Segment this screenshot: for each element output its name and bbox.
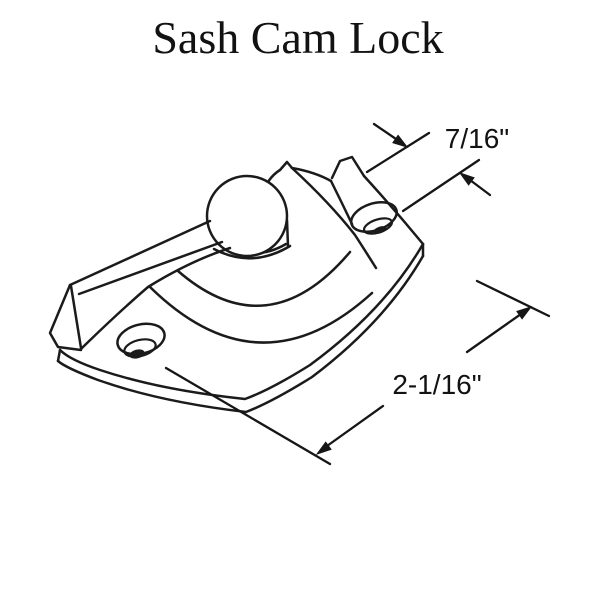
- lever-handle: [48, 219, 232, 352]
- pivot-ball: [205, 174, 289, 258]
- boss-top-edge: [176, 250, 352, 307]
- screw-hole-right-bore: [373, 226, 387, 234]
- length-dimension-label: 2-1/16": [392, 369, 481, 400]
- width-arrowhead-lower: [458, 172, 475, 186]
- handle-grip-crease: [69, 284, 83, 350]
- base-front-edge: [58, 242, 425, 401]
- screw-hole-left-bore: [129, 349, 145, 359]
- screw-hole-right: [350, 200, 398, 235]
- length-arrow-line-lower: [325, 404, 385, 448]
- cam-facet-top: [290, 166, 333, 183]
- base-back-edge-right: [362, 174, 425, 246]
- width-arrow-line-lower: [468, 178, 492, 197]
- length-arrowhead-lower: [315, 441, 332, 455]
- length-extension-line-lower: [164, 366, 332, 466]
- handle-bottom-edge: [79, 246, 232, 351]
- cam-hook-outline: [260, 160, 378, 270]
- width-extension-line-lower: [401, 158, 481, 213]
- dimension-width: 7/16": [365, 122, 509, 213]
- length-arrowhead-upper: [516, 306, 533, 320]
- boss-skirt-edge: [148, 285, 374, 344]
- base-tab-edge: [330, 155, 366, 180]
- pivot-assembly: [205, 174, 292, 260]
- dimension-length: 2-1/16": [164, 279, 551, 466]
- page-title: Sash Cam Lock: [152, 12, 443, 63]
- cam-facet-edge: [329, 179, 354, 226]
- width-extension-line-upper: [365, 131, 431, 174]
- pivot-washer: [212, 244, 292, 260]
- base-plate: [56, 155, 425, 414]
- handle-top-edge: [68, 219, 212, 287]
- handle-grip-outline: [48, 283, 83, 352]
- cam-boss: [148, 250, 374, 344]
- width-arrowhead-upper: [392, 134, 409, 148]
- base-bottom-edge: [56, 254, 425, 414]
- width-dimension-label: 7/16": [445, 123, 509, 154]
- width-arrow-line-upper: [372, 122, 398, 141]
- length-arrow-line-upper: [465, 312, 523, 354]
- base-left-tip: [56, 348, 62, 363]
- screw-hole-left: [116, 322, 166, 359]
- length-extension-line-upper: [475, 279, 551, 318]
- handle-ridge-edge: [77, 240, 224, 296]
- cam-latch: [260, 160, 378, 270]
